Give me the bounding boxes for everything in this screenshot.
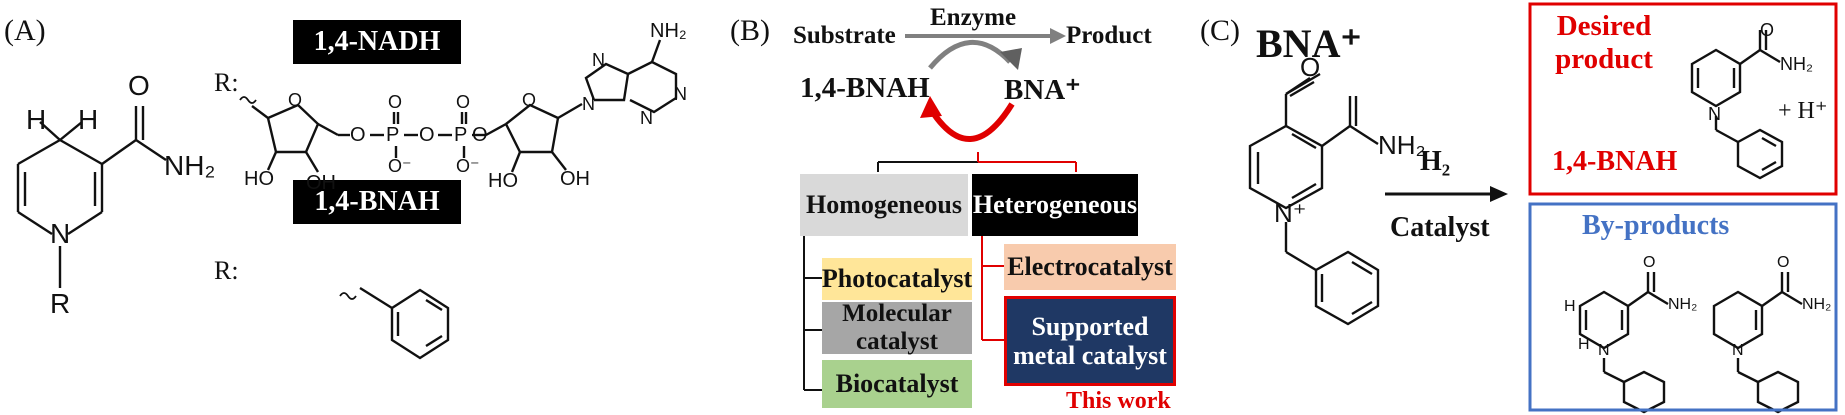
desired-product-title: Desired product <box>1555 10 1653 76</box>
supported-metal-catalyst-box: Supported metal catalyst <box>1004 296 1176 386</box>
bnah-banner: 1,4-BNAH <box>293 180 461 224</box>
atom-o: O <box>128 70 150 101</box>
nadh-banner: 1,4-NADH <box>293 20 461 64</box>
bna-atom-o: O <box>1300 52 1321 82</box>
substrate-label: Substrate <box>793 22 896 49</box>
atom-n: N <box>50 218 71 249</box>
atom-ho-2: HO <box>488 170 518 192</box>
r-label-bnah: R: <box>214 256 239 285</box>
byproduct1-atom-o: O <box>1643 254 1656 271</box>
byproduct2-atom-nh2: NH₂ <box>1802 296 1832 313</box>
nadh-backbone <box>251 102 583 173</box>
squiggle-bond-1 <box>239 96 257 104</box>
panel-b-shapes <box>803 28 1077 391</box>
desired-product-frame <box>1528 2 1838 196</box>
desired-product-structure <box>1690 30 1784 180</box>
atom-ring-o-1: O <box>288 90 303 110</box>
panel-c-structures <box>1248 30 1803 414</box>
bna-plus-structure <box>1248 72 1380 326</box>
atom-oh-2: OH <box>560 168 590 190</box>
catalyst-label: Catalyst <box>1390 212 1490 243</box>
atom-top-o-1: O <box>388 92 403 112</box>
h2-label: H₂ <box>1420 146 1451 177</box>
atom-adenine-n-1: N <box>582 94 595 114</box>
byproduct1-atom-h-1: H <box>1564 298 1576 315</box>
byproduct1-atom-n: N <box>1598 342 1610 359</box>
byproduct-1-structure <box>1578 272 1669 414</box>
desired-bnah-label: 1,4-BNAH <box>1552 146 1678 177</box>
adenine-ring <box>584 39 678 114</box>
atom-top-o-2: O <box>456 92 471 112</box>
atom-h-2: H <box>78 104 99 135</box>
byproduct1-atom-h-2: H <box>1578 336 1590 353</box>
desired-atom-n: N <box>1708 104 1721 124</box>
panel-b-label: (B) <box>730 14 770 47</box>
atom-link-o-3: O <box>472 124 488 146</box>
atom-link-o-1: O <box>350 124 366 146</box>
bna-atom-n-plus: N⁺ <box>1274 198 1307 228</box>
by-products-title: By-products <box>1582 210 1730 241</box>
bna-atom-nh2: NH₂ <box>1378 130 1426 160</box>
dihydropyridine-ring <box>16 106 167 288</box>
byproduct-2-structure <box>1712 272 1803 414</box>
byproducts-frame <box>1528 202 1838 412</box>
enzyme-label: Enzyme <box>930 4 1017 31</box>
product-label: Product <box>1066 22 1152 49</box>
homogeneous-box: Homogeneous <box>800 174 968 236</box>
atom-oh-1: OH <box>306 172 336 194</box>
atom-adenine-nh2: NH₂ <box>650 20 687 42</box>
byproduct2-atom-o: O <box>1777 254 1790 271</box>
desired-atom-o: O <box>1760 20 1775 40</box>
panel-c-label: (C) <box>1200 14 1240 47</box>
benzyl-group-a <box>339 286 450 360</box>
bna-plus-title: BNA⁺ <box>1256 21 1362 66</box>
atom-adenine-n-4: N <box>640 108 653 128</box>
photocatalyst-box: Photocatalyst <box>822 258 972 300</box>
panel-a-label: (A) <box>4 14 46 47</box>
atom-ring-o-2: O <box>522 90 537 110</box>
panel-a-structures <box>16 39 678 360</box>
byproduct2-atom-n: N <box>1732 342 1744 359</box>
molecular-catalyst-box: Molecular catalyst <box>822 300 972 355</box>
atom-p-1: P <box>386 124 400 146</box>
atom-minus-o-1: O⁻ <box>388 156 412 176</box>
atom-minus-o-2: O⁻ <box>456 156 480 176</box>
atom-h-1: H <box>26 104 47 135</box>
atom-ho-1: HO <box>244 168 274 190</box>
byproduct1-atom-nh2: NH₂ <box>1668 296 1698 313</box>
atom-link-o-2: O <box>419 124 435 146</box>
atom-p-2: P <box>454 124 468 146</box>
electrocatalyst-box: Electrocatalyst <box>1004 244 1176 290</box>
reaction-arrow-head <box>1490 186 1508 202</box>
atom-adenine-n-2: N <box>592 50 605 70</box>
this-work-label: This work <box>1066 388 1171 414</box>
r-label-nadh: R: <box>214 68 239 97</box>
bnah-label-b: 1,4-BNAH <box>800 72 930 104</box>
heterogeneous-box: Heterogeneous <box>972 174 1138 236</box>
plus-h-label: + H⁺ <box>1778 98 1828 124</box>
bna-plus-label-b: BNA⁺ <box>1004 74 1081 106</box>
atom-adenine-n-3: N <box>674 84 687 104</box>
atom-r: R <box>50 288 71 319</box>
atom-nh2: NH₂ <box>164 150 216 181</box>
desired-atom-nh2: NH₂ <box>1780 54 1813 74</box>
biocatalyst-box: Biocatalyst <box>822 360 972 408</box>
